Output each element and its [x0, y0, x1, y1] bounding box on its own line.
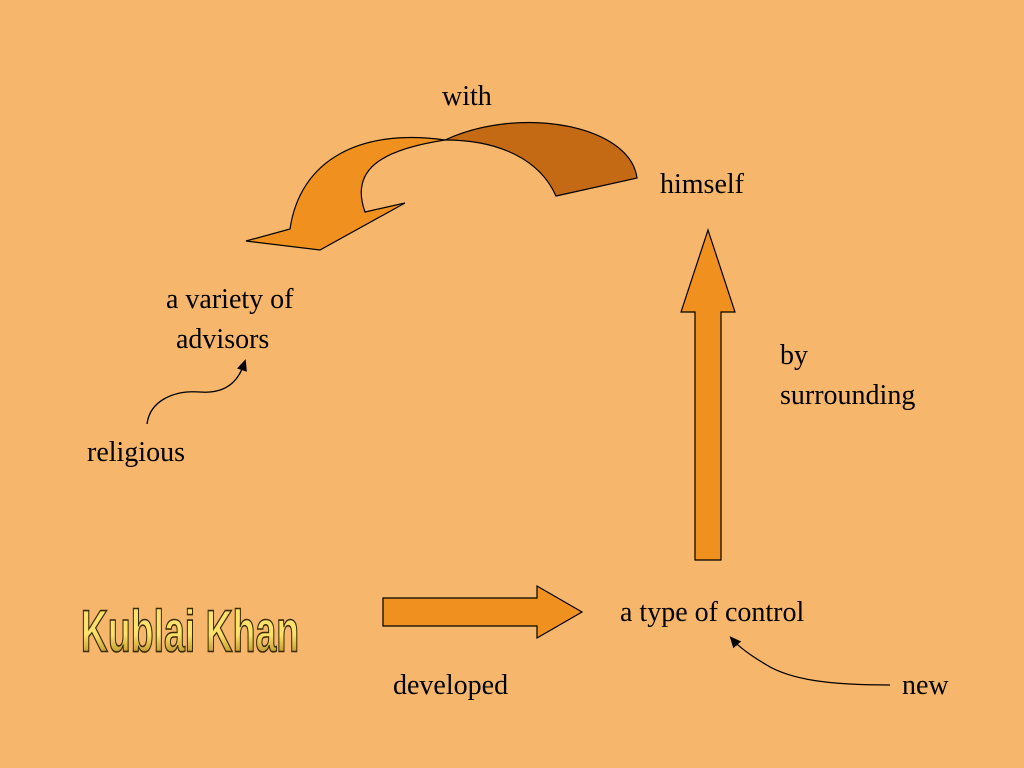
title-wordart: Kublai Khan — [81, 598, 299, 665]
label-by-surrounding: by surrounding — [780, 336, 915, 416]
label-control: a type of control — [620, 597, 805, 628]
label-variety-line2: advisors — [176, 324, 270, 355]
right-arrow — [382, 584, 584, 640]
up-arrow — [680, 228, 736, 561]
label-by: by — [780, 340, 808, 371]
curved-arrow-back — [444, 122, 638, 197]
label-new: new — [902, 670, 949, 701]
label-surrounding: surrounding — [780, 380, 916, 411]
connector-religious-advisors — [146, 359, 247, 425]
curved-arrow-front — [245, 136, 446, 251]
label-religious: religious — [87, 437, 185, 468]
label-developed: developed — [393, 670, 509, 701]
label-variety-advisors: a variety of advisors — [166, 280, 294, 360]
label-variety-line1: a variety of — [166, 284, 294, 315]
label-himself: himself — [660, 169, 744, 200]
connector-new-control — [729, 636, 891, 686]
label-with: with — [442, 81, 492, 112]
